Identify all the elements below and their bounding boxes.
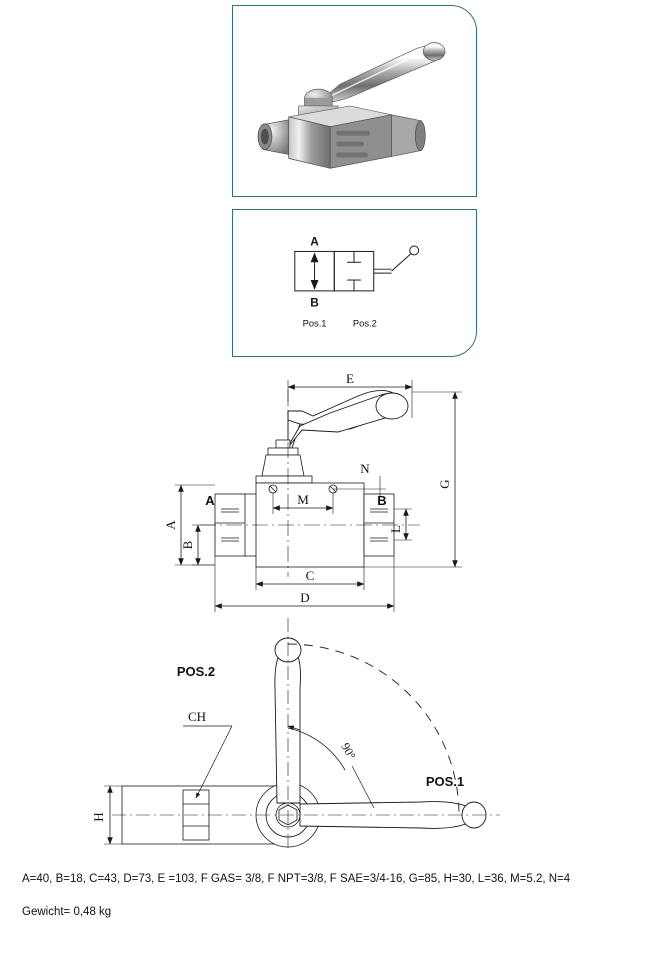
spec-dimension-line: A=40, B=18, C=43, D=73, E =103, F GAS= 3… (22, 873, 571, 885)
pos2-label: POS.2 (177, 664, 215, 679)
schematic-port-b: B (310, 296, 319, 310)
angle-label-90: 90° (338, 740, 358, 762)
specification-block: A=40, B=18, C=43, D=73, E =103, F GAS= 3… (22, 872, 652, 920)
dim-label-n: N (360, 461, 370, 476)
pos-drawing-svg: POS.2 POS.1 90° CH H (91, 618, 500, 850)
schematic-pos1-label: Pos.1 (303, 318, 327, 328)
hydraulic-schematic-panel: A B Pos.1 Pos.2 (232, 209, 477, 357)
dim-label-l: L (388, 525, 403, 533)
dim-label-a: A (163, 520, 178, 530)
port-label-a: A (205, 493, 215, 508)
product-photo-panel (232, 5, 477, 197)
dim-label-c: C (306, 568, 315, 583)
schematic-pos2-label: Pos.2 (353, 318, 377, 328)
lever-rotation-drawing: POS.2 POS.1 90° CH H (0, 618, 669, 856)
port-label-b: B (377, 493, 386, 508)
h-label: H (91, 812, 106, 821)
dim-label-b: B (180, 540, 195, 549)
hydraulic-schematic-image: A B Pos.1 Pos.2 (294, 235, 420, 328)
pos1-label: POS.1 (426, 774, 464, 789)
dim-label-d: D (300, 590, 309, 605)
product-photo-image (257, 42, 446, 169)
dim-label-g: G (437, 479, 452, 488)
dim-label-e: E (346, 372, 354, 386)
main-technical-drawing: E G A B M N L C D A B (0, 372, 669, 624)
ch-label: CH (188, 709, 206, 724)
spec-weight-line: Gewicht= 0,48 kg (22, 905, 112, 918)
schematic-port-a: A (310, 235, 319, 249)
main-drawing-svg: E G A B M N L C D A B (163, 372, 462, 612)
dim-label-m: M (297, 492, 309, 507)
